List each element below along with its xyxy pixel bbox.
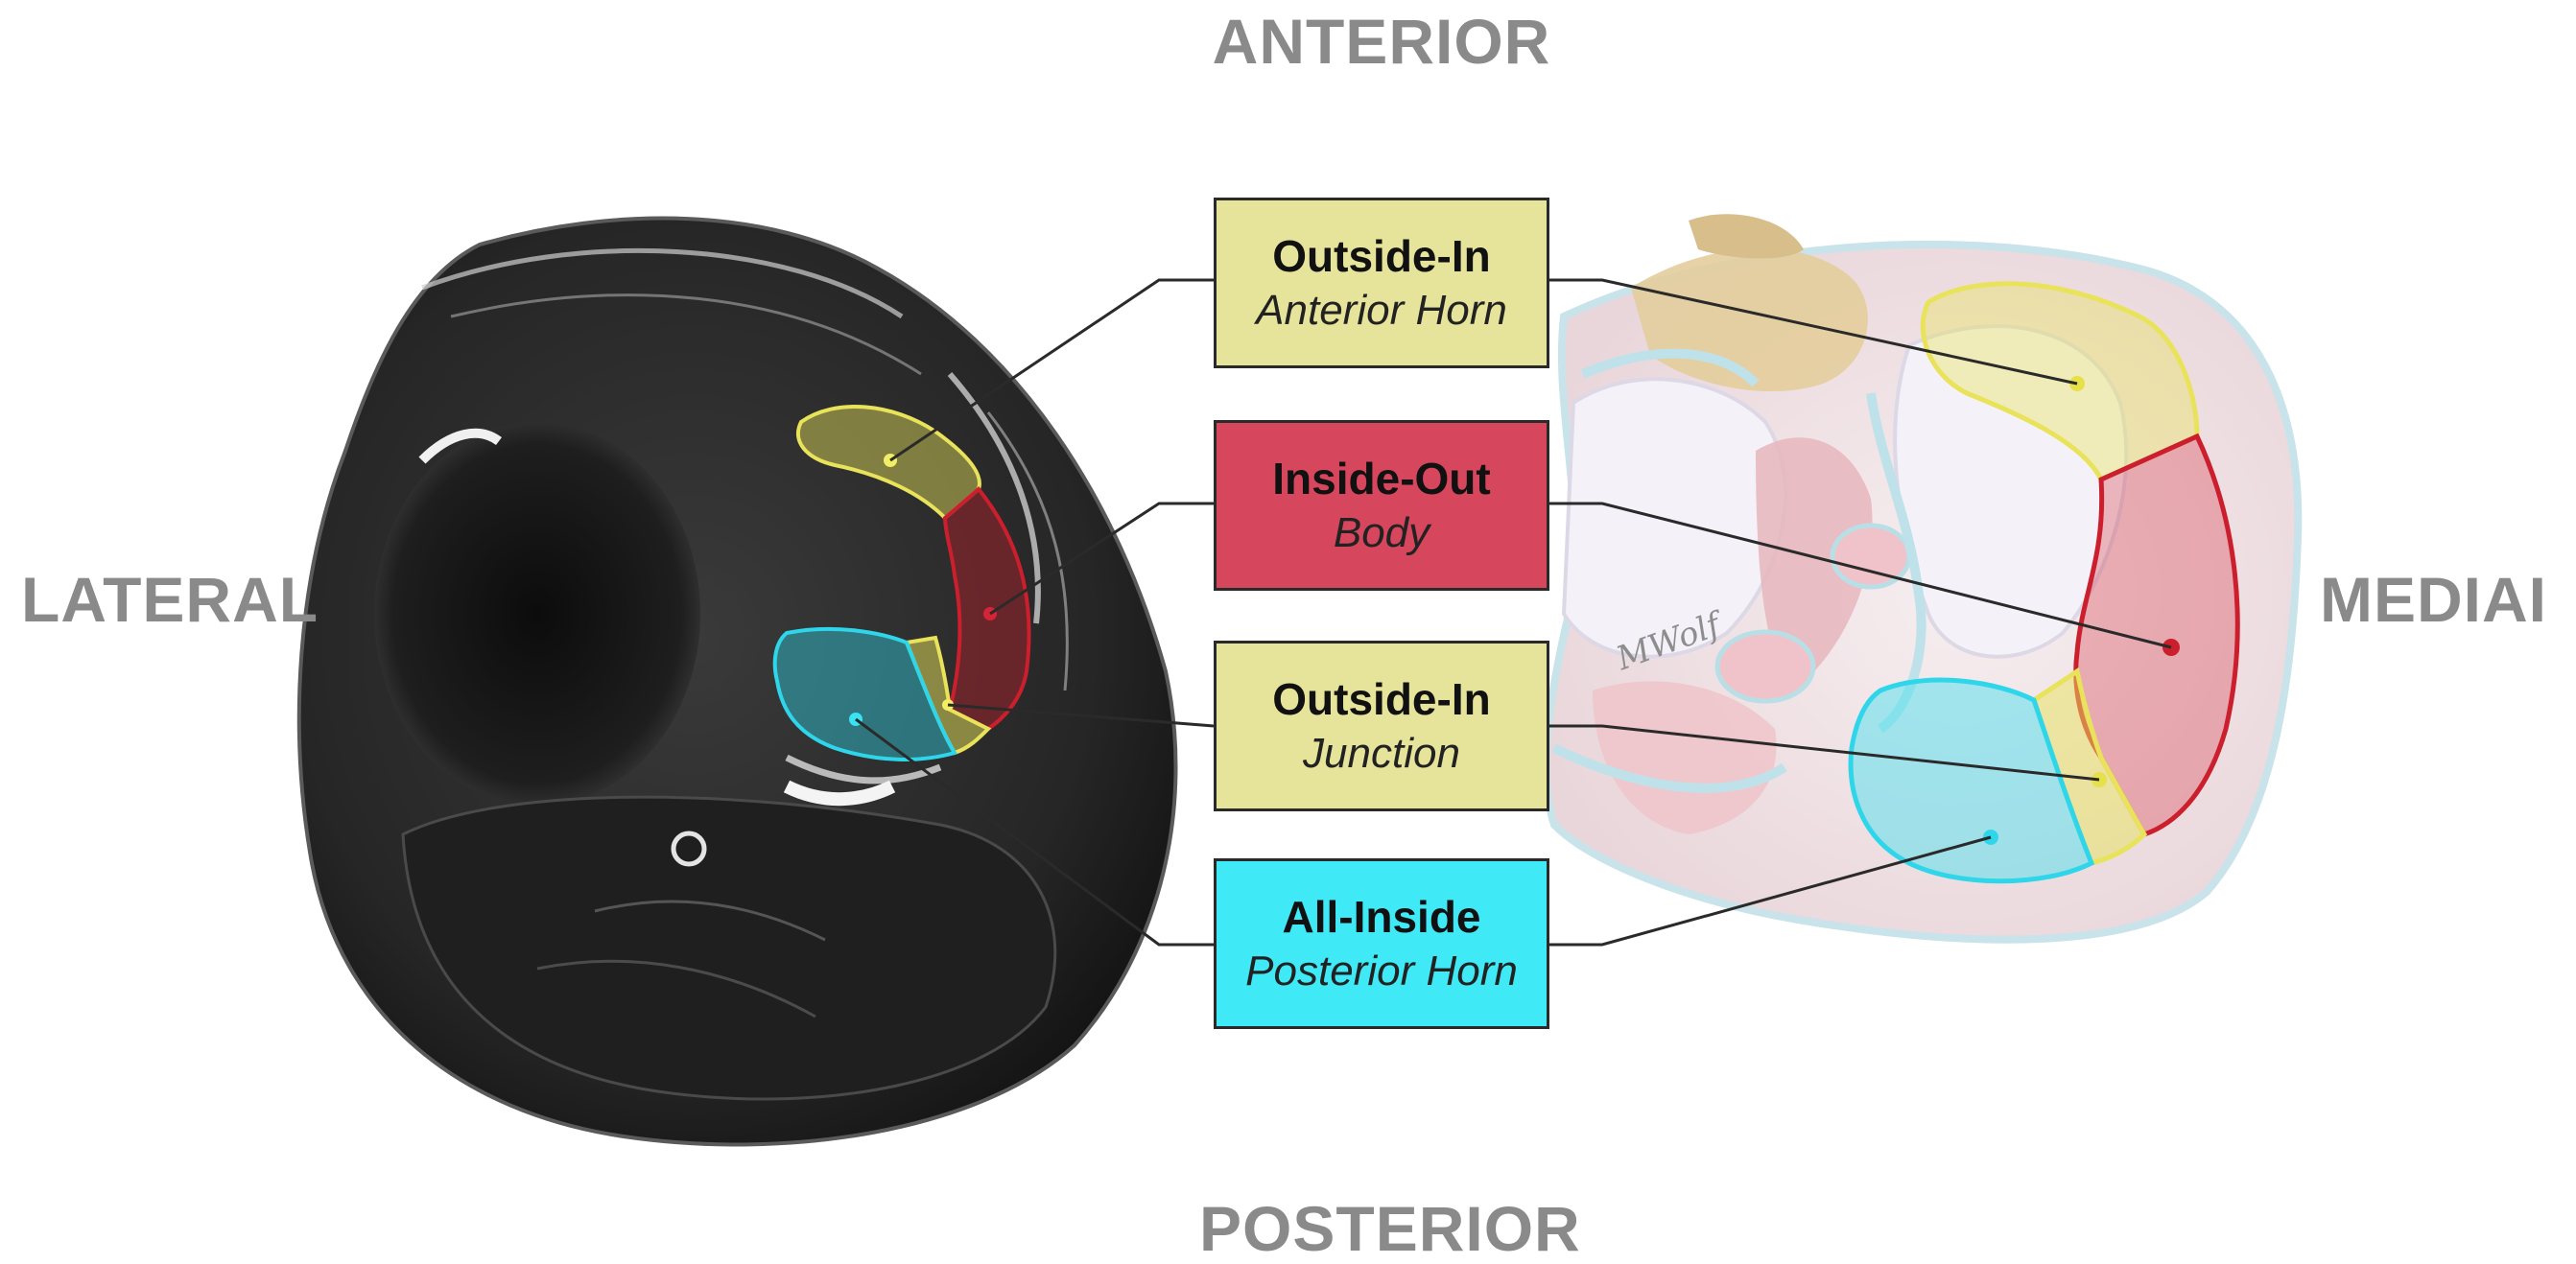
label-box-body: Inside-Out Body: [1214, 420, 1549, 591]
mri-lateral-condyle: [374, 422, 700, 806]
label-technique: Outside-In: [1272, 229, 1490, 285]
label-box-anterior-horn: Outside-In Anterior Horn: [1214, 198, 1549, 368]
orientation-medial: MEDIAI: [2320, 568, 2547, 631]
anatomical-illustration: MWolf: [1547, 214, 2299, 939]
orientation-posterior: POSTERIOR: [1199, 1197, 1581, 1260]
label-box-posterior-horn: All-Inside Posterior Horn: [1214, 858, 1549, 1029]
label-region: Body: [1334, 506, 1430, 559]
label-region: Posterior Horn: [1245, 945, 1518, 997]
label-region: Junction: [1303, 727, 1460, 780]
label-technique: All-Inside: [1282, 890, 1480, 946]
orientation-lateral: LATERAL: [21, 568, 319, 631]
illustration-ligament-lower: [1717, 632, 1813, 701]
orientation-anterior: ANTERIOR: [0, 10, 2576, 73]
label-technique: Inside-Out: [1272, 452, 1490, 507]
label-box-junction: Outside-In Junction: [1214, 641, 1549, 811]
label-technique: Outside-In: [1272, 672, 1490, 728]
label-region: Anterior Horn: [1256, 284, 1507, 337]
